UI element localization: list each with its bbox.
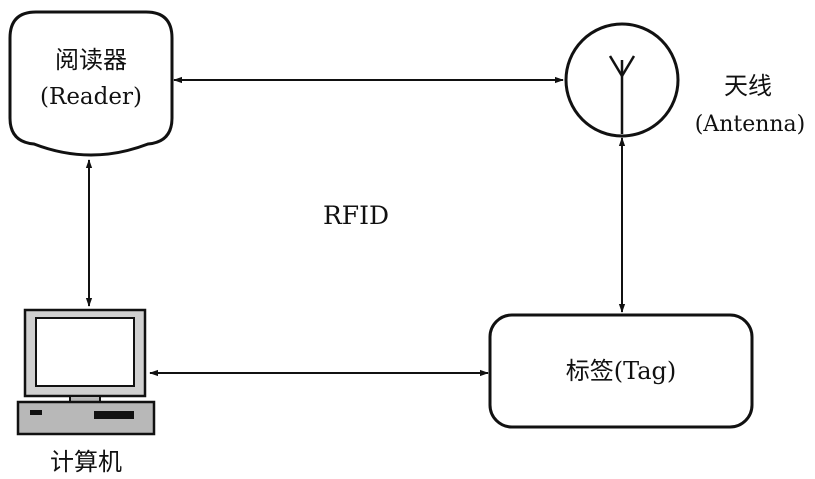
antenna-label-en: (Antenna) — [695, 112, 806, 137]
reader-label: 阅读器 — [55, 46, 127, 74]
computer-icon — [16, 308, 156, 436]
reader-label-en: (Reader) — [40, 84, 142, 110]
reader-shape — [8, 10, 174, 157]
antenna-node: 天线 (Antenna) — [564, 22, 806, 138]
computer-base — [16, 400, 156, 436]
connections — [85, 76, 626, 377]
tag-box — [488, 313, 754, 429]
monitor-screen — [35, 317, 135, 387]
computer-label: 计算机 — [50, 448, 122, 476]
tag-label: 标签(Tag) — [566, 357, 677, 385]
reader-node: 阅读器 (Reader) — [8, 10, 174, 157]
tag-node: 标签(Tag) — [488, 313, 754, 429]
computer-node: 计算机 — [16, 308, 156, 476]
antenna-label: 天线 — [724, 72, 772, 100]
antenna-icon — [608, 55, 636, 134]
rfid-label: RFID — [323, 201, 389, 230]
